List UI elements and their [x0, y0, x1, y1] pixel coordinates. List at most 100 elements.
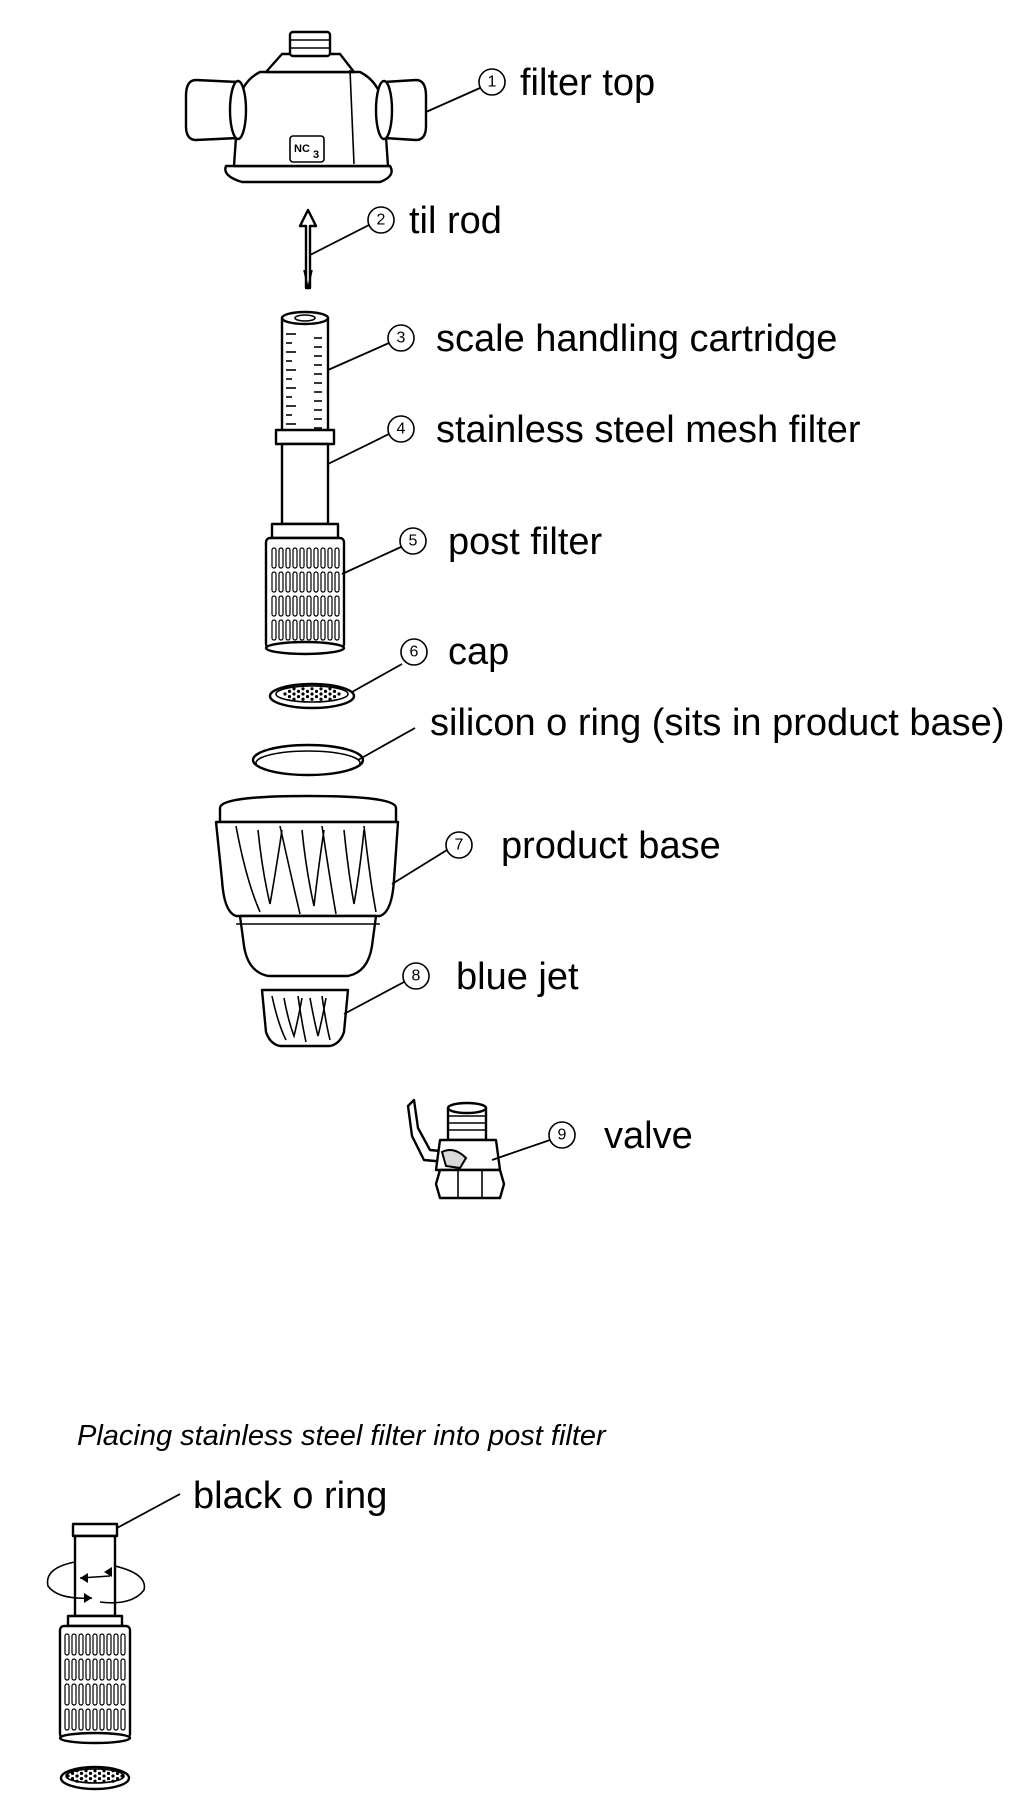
nc3-logo — [289, 135, 325, 163]
post-filter-slot — [113, 1633, 119, 1656]
post-filter-slot — [320, 547, 326, 569]
post-filter-slot — [313, 547, 319, 569]
post-filter-slot — [99, 1683, 105, 1706]
cap-hole — [319, 692, 323, 696]
product-base-illustration — [214, 794, 400, 978]
post-filter-slot — [334, 547, 340, 569]
post-filter-slot — [306, 595, 312, 617]
post-filter-slot — [113, 1708, 119, 1731]
cap-hole — [66, 1774, 70, 1778]
post-filter-slot — [120, 1683, 126, 1706]
post-filter-slot — [106, 1683, 112, 1706]
post-filter-slot — [85, 1683, 91, 1706]
post-filter-slot — [106, 1658, 112, 1681]
cap-hole — [323, 689, 328, 694]
cap-hole — [292, 692, 296, 696]
cap-hole — [292, 687, 296, 691]
number-circle — [400, 638, 428, 666]
cap-hole — [328, 697, 332, 701]
valve-illustration — [406, 1098, 506, 1200]
part-number: 7 — [455, 837, 464, 854]
post-filter-slot — [327, 547, 333, 569]
post-filter-slot — [299, 619, 305, 641]
cap-hole — [102, 1769, 106, 1773]
cap-hole — [332, 695, 337, 699]
part-name: post filter — [448, 521, 603, 563]
cap-hole — [97, 1777, 102, 1781]
black-o-ring-label: black o ring — [193, 1475, 387, 1517]
cap-hole — [70, 1777, 75, 1781]
cap-hole — [93, 1774, 97, 1778]
detail-leader-line — [116, 1493, 181, 1529]
cap-hole — [301, 697, 305, 701]
cap-hole — [70, 1771, 75, 1775]
post-filter-slot — [327, 571, 333, 593]
part-number: 1 — [488, 74, 497, 91]
post-filter-slot — [71, 1633, 77, 1656]
detail-caption: Placing stainless steel filter into post… — [77, 1420, 607, 1452]
post-filter-slot — [71, 1683, 77, 1706]
post-filter-slot — [285, 619, 291, 641]
post-filter-slot — [85, 1633, 91, 1656]
cap-hole — [115, 1777, 120, 1781]
post-filter-slot — [92, 1633, 98, 1656]
post-filter-slot — [285, 571, 291, 593]
cap-hole — [310, 687, 314, 691]
cap-hole — [75, 1774, 79, 1778]
cap-hole — [337, 692, 341, 696]
cap-hole — [102, 1774, 106, 1778]
cap-hole — [102, 1779, 106, 1783]
part-number: 8 — [412, 968, 421, 985]
cap-hole — [314, 695, 319, 699]
cap-hole — [84, 1774, 88, 1778]
number-circle — [445, 831, 473, 859]
part-number: 3 — [397, 330, 406, 347]
post-filter-slot — [278, 595, 284, 617]
number-circle — [402, 962, 430, 990]
cap-hole — [305, 689, 310, 694]
cap-hole — [328, 692, 332, 696]
post-filter-slot — [120, 1658, 126, 1681]
cap-hole — [296, 695, 301, 699]
part-label-3: 3 scale handling cartridge — [387, 318, 837, 360]
cap-hole — [283, 692, 287, 696]
cap-hole — [323, 695, 328, 699]
part-name: product base — [501, 825, 721, 867]
cap-hole — [287, 689, 292, 694]
post-filter-slot — [313, 619, 319, 641]
part-name: valve — [604, 1115, 693, 1157]
post-filter-slot — [334, 571, 340, 593]
number-circle — [387, 415, 415, 443]
part-name: silicon o ring (sits in product base) — [430, 702, 1004, 744]
cap-hole — [75, 1779, 79, 1783]
post-filter-slot — [92, 1683, 98, 1706]
number-circle — [478, 68, 506, 96]
post-filter-slot — [278, 619, 284, 641]
cap-hole — [79, 1771, 84, 1775]
part-number: 9 — [558, 1127, 567, 1144]
post-filter-slot — [285, 547, 291, 569]
cap-hole — [106, 1771, 111, 1775]
post-filter-slot — [299, 595, 305, 617]
cap-hole — [111, 1774, 115, 1778]
cap-hole — [296, 689, 301, 694]
cap-hole — [79, 1777, 84, 1781]
number-circle — [548, 1121, 576, 1149]
cap-hole — [319, 687, 323, 691]
part-number: 6 — [410, 644, 419, 661]
til-rod-illustration — [298, 208, 318, 290]
cap-hole — [310, 692, 314, 696]
part-name: til rod — [409, 200, 502, 242]
cap-hole — [84, 1769, 88, 1773]
post-filter-slot — [320, 595, 326, 617]
post-filter-slot — [71, 1708, 77, 1731]
post-filter-slot — [334, 619, 340, 641]
post-filter-slot — [313, 595, 319, 617]
part-label-5: 5 post filter — [399, 521, 603, 563]
post-filter-slot — [292, 595, 298, 617]
post-filter-slot — [64, 1708, 70, 1731]
blue-jet-illustration — [260, 988, 350, 1048]
post-filter-slot — [78, 1633, 84, 1656]
part-label-8: 8 blue jet — [402, 956, 579, 998]
post-filter-slot — [271, 571, 277, 593]
